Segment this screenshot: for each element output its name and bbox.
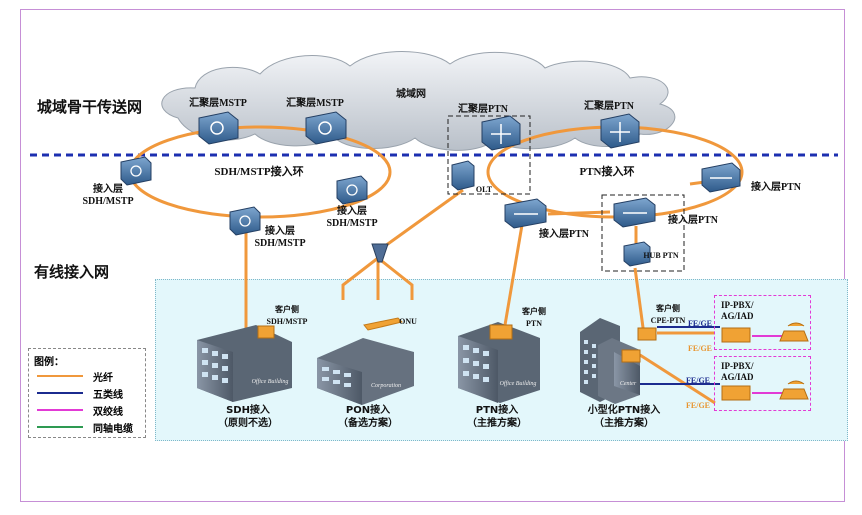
label-olt: OLT <box>475 185 493 194</box>
cpe-ptn-box-2 <box>621 349 641 363</box>
legend-title: 图例： <box>34 357 64 368</box>
legend-label-twisted: 双绞线 <box>93 407 123 418</box>
wired-access-label: 有线接入网 <box>34 263 110 281</box>
ip-pbx-label-top: IP-PBX/ AG/IAD <box>721 300 754 321</box>
legend-item-fiber: 光纤 <box>37 369 145 384</box>
label-acc-sdh-left: 接入层 SDH/MSTP <box>82 184 134 207</box>
hub-group-box <box>601 194 685 272</box>
ip-pbx-device-1 <box>721 327 751 343</box>
device-agg-mstp-1 <box>198 111 239 145</box>
legend-item-cat5: 五类线 <box>37 386 145 401</box>
label-acc-sdh-mid: 接入层 SDH/MSTP <box>254 226 306 249</box>
legend-swatch-fiber <box>37 375 83 377</box>
label-agg-mstp-2: 汇聚层MSTP <box>286 98 344 109</box>
label-agg-ptn-2: 汇聚层PTN <box>584 101 634 112</box>
device-olt <box>451 160 475 191</box>
diagram-frame <box>20 9 845 502</box>
label-agg-ptn-1: 汇聚层PTN <box>458 104 508 115</box>
label-acc-sdh-right: 接入层 SDH/MSTP <box>326 206 378 229</box>
device-acc-sdh-mid <box>229 206 261 236</box>
building-sdh <box>197 325 292 402</box>
device-acc-ptn-mid <box>504 198 547 229</box>
fe-ge-label-4: FE/GE <box>686 401 711 410</box>
caption-mini-ptn: 小型化PTN接入 （主推方案） <box>587 405 661 429</box>
metro-backbone-label: 城域骨干传送网 <box>37 98 143 116</box>
legend-swatch-coax <box>37 426 83 428</box>
building-sign-4: Center <box>619 381 637 387</box>
legend-label-cat5: 五类线 <box>93 390 123 401</box>
legend-label-coax: 同轴电缆 <box>93 424 133 435</box>
legend: 图例： 光纤 五类线 双绞线 同轴电缆 <box>28 348 146 438</box>
fiber-links <box>244 178 721 405</box>
fe-ge-label-2: FE/GE <box>688 344 713 353</box>
label-customer-cpe: 客户侧 CPE-PTN <box>650 304 686 325</box>
label-agg-mstp-1: 汇聚层MSTP <box>189 98 247 109</box>
fe-ge-label-1: FE/GE <box>688 319 713 328</box>
label-acc-ptn-mid: 接入层PTN <box>539 229 589 240</box>
ip-pbx-box-bottom: IP-PBX/ AG/IAD <box>714 356 811 411</box>
device-acc-ptn-lower <box>613 197 656 228</box>
legend-item-coax: 同轴电缆 <box>37 420 145 435</box>
device-acc-ptn-right <box>701 162 741 193</box>
olt-group-box <box>447 115 531 195</box>
device-hub-ptn <box>623 241 651 267</box>
label-onu: ONU <box>399 317 417 326</box>
customer-ptn-box <box>489 324 513 340</box>
building-sign-2: Corporation <box>370 383 402 389</box>
building-pon <box>317 338 414 405</box>
splitter-icon <box>371 243 389 263</box>
device-agg-ptn-1 <box>481 115 521 151</box>
label-acc-ptn-right: 接入层PTN <box>751 182 801 193</box>
cpe-ptn-box-1 <box>637 327 657 341</box>
ip-pbx-label-bottom: IP-PBX/ AG/IAD <box>721 361 754 382</box>
phone-icon-1 <box>779 322 809 342</box>
ptn-ring-label: PTN接入环 <box>579 166 635 178</box>
legend-swatch-cat5 <box>37 392 83 394</box>
device-agg-ptn-2 <box>600 113 640 149</box>
metro-cloud <box>161 51 676 151</box>
label-hub-ptn: HUB PTN <box>643 251 679 260</box>
caption-sdh: SDH接入 （原则不选） <box>218 405 278 429</box>
building-sign-1: Office Building <box>251 379 289 385</box>
device-acc-sdh-right <box>336 175 368 205</box>
device-agg-mstp-2 <box>305 111 347 145</box>
caption-pon: PON接入 （备选方案） <box>338 405 398 429</box>
onu-device <box>363 317 403 331</box>
device-acc-sdh-left <box>120 156 152 186</box>
label-acc-ptn-lower: 接入层PTN <box>668 215 718 226</box>
ip-pbx-box-top: IP-PBX/ AG/IAD <box>714 295 811 350</box>
ip-pbx-device-2 <box>721 385 751 401</box>
cloud-label: 城域网 <box>396 89 426 100</box>
label-customer-sdh: 客户侧 SDH/MSTP <box>266 305 308 326</box>
phone-icon-2 <box>779 380 809 400</box>
legend-swatch-twisted <box>37 409 83 411</box>
caption-ptn: PTN接入 （主推方案） <box>467 405 527 429</box>
legend-item-twisted: 双绞线 <box>37 403 145 418</box>
building-sign-3: Office Building <box>499 381 537 387</box>
customer-sdh-box <box>257 325 275 339</box>
fe-ge-label-3: FE/GE <box>686 376 711 385</box>
sdh-ring-label: SDH/MSTP接入环 <box>214 166 304 178</box>
legend-label-fiber: 光纤 <box>93 373 113 384</box>
building-ptn <box>458 322 540 403</box>
label-customer-ptn: 客户侧 PTN <box>522 307 546 328</box>
